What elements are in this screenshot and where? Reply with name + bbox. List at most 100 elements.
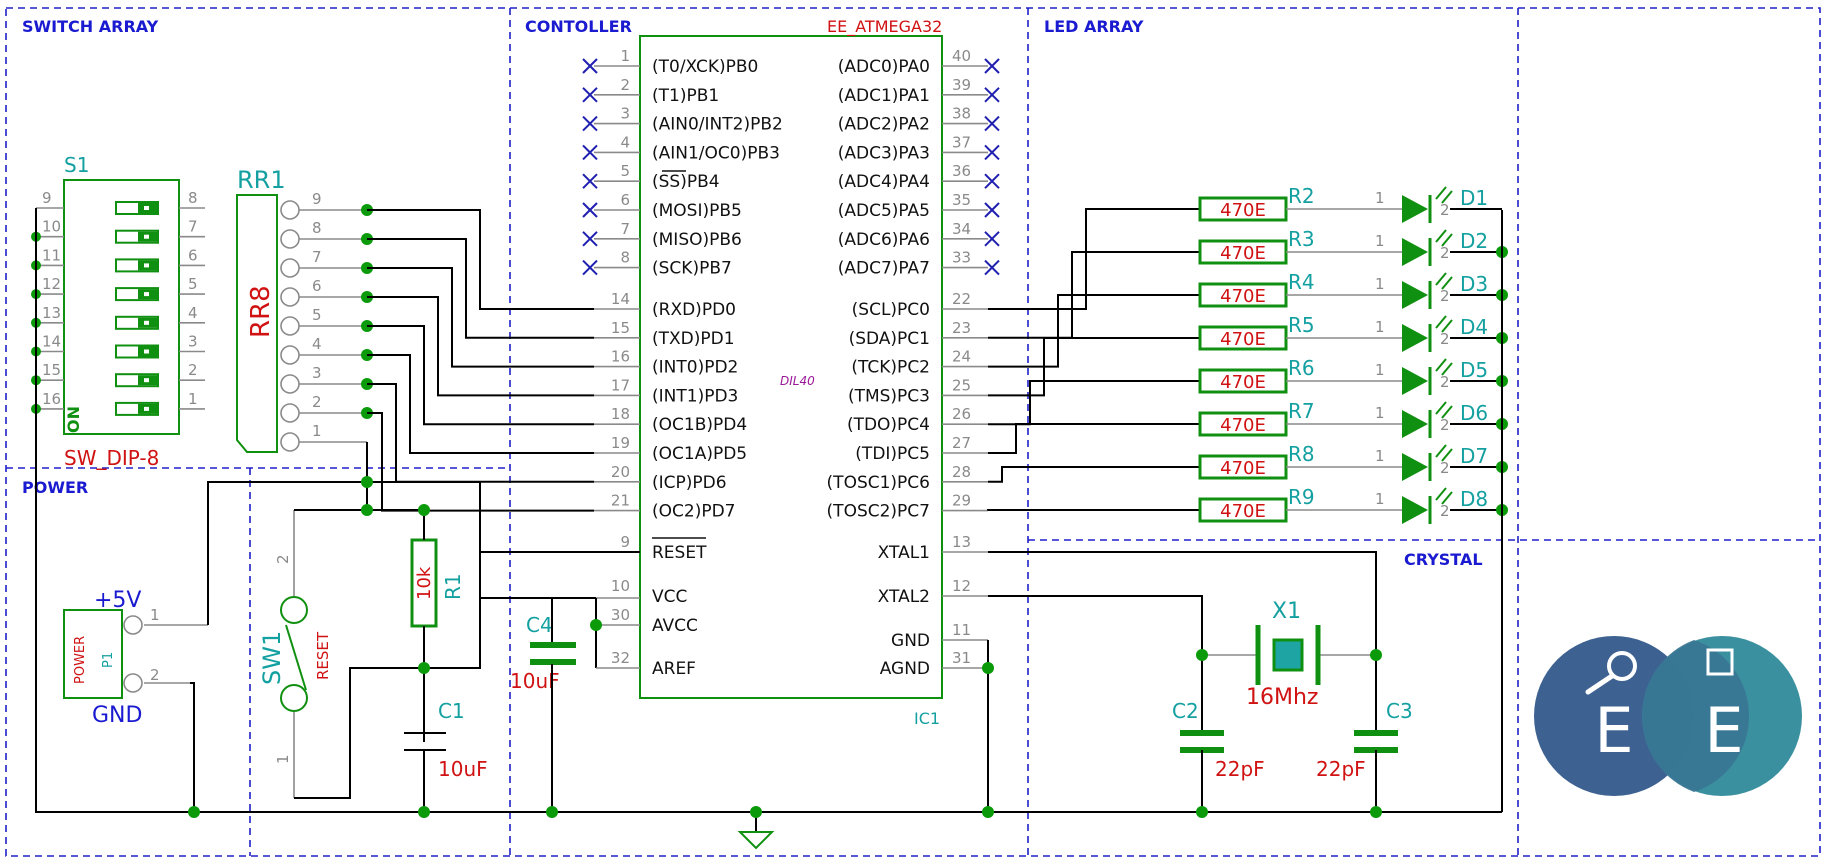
led-resistor-ref: R6 [1288, 356, 1315, 380]
ic-pin-name: AREF [652, 659, 696, 679]
led-ref: D4 [1460, 315, 1488, 339]
ic-pin-number: 39 [952, 76, 971, 94]
dip-right-pin-number: 5 [188, 275, 198, 293]
ic-pin-number: 13 [952, 533, 971, 551]
led-ref: D3 [1460, 272, 1488, 296]
ic-pin-number: 18 [611, 405, 630, 423]
led-resistor-value: 470E [1220, 329, 1266, 350]
led-pin1: 1 [1375, 189, 1385, 207]
vcc-label: +5V [94, 588, 141, 613]
led-pin1: 1 [1375, 318, 1385, 336]
dip-left-pin-number: 15 [42, 361, 61, 379]
dip-switch-value: SW_DIP-8 [64, 446, 159, 470]
reset-switch-ref: SW1 [258, 631, 286, 685]
led-pin2: 2 [1440, 416, 1450, 434]
ic-pin-number: 4 [620, 133, 630, 151]
rr-pin-number: 1 [312, 422, 322, 440]
power-connector-value: POWER [73, 636, 88, 684]
led-pin1: 1 [1375, 232, 1385, 250]
led-resistor-value: 470E [1220, 286, 1266, 307]
magnifier-icon [1607, 651, 1637, 681]
ic-pin-number: 12 [952, 577, 971, 595]
ic-pin-number: 1 [620, 47, 630, 65]
resistor-network-body [236, 194, 278, 453]
ic-pin-name: XTAL2 [878, 587, 930, 607]
c3-ref: C3 [1386, 699, 1413, 723]
ic-pin-name: (TDI)PC5 [855, 444, 930, 464]
ic-pin-number: 38 [952, 105, 971, 123]
ic-pin-name: (TMS)PC3 [848, 386, 930, 406]
led-pin1: 1 [1375, 361, 1385, 379]
ic-pin-number: 15 [611, 319, 630, 337]
rr-pin-number: 5 [312, 306, 322, 324]
ic-pin-number: 30 [611, 606, 630, 624]
ic-pin-name: XTAL1 [878, 543, 930, 563]
led-pin2: 2 [1440, 373, 1450, 391]
ic-pin-number: 17 [611, 376, 630, 394]
led-pin1: 1 [1375, 275, 1385, 293]
ic-pin-number: 22 [952, 290, 971, 308]
c4-ref: C4 [526, 613, 553, 637]
ic-pin-name: (MOSI)PB5 [652, 201, 742, 221]
ic-pin-number: 2 [620, 76, 630, 94]
led-ref: D1 [1460, 186, 1488, 210]
ic-pin-number: 5 [620, 162, 630, 180]
ic-pin-name: (SDA)PC1 [849, 329, 930, 349]
ic-pin-name: (ADC6)PA6 [838, 230, 930, 250]
led-array-title: LED ARRAY [1044, 17, 1144, 36]
wiring [35, 210, 1503, 850]
dip-left-pin-number: 11 [42, 246, 61, 264]
ic-pin-name: (TOSC2)PC7 [827, 502, 930, 522]
dip-right-pin-number: 7 [188, 218, 198, 236]
ic-pin-name: (OC2)PD7 [652, 502, 736, 522]
rr-pin-number: 2 [312, 393, 322, 411]
led-resistor-ref: R3 [1288, 227, 1315, 251]
section-frames [5, 7, 1821, 857]
ic-pin-name: (MISO)PB6 [652, 230, 742, 250]
c1-value: 10uF [438, 757, 488, 781]
ic-pin-number: 7 [620, 220, 630, 238]
reset-switch-value: RESET [314, 631, 332, 680]
led-ref: D2 [1460, 229, 1488, 253]
ic-pin-number: 14 [611, 290, 630, 308]
dip-switch-ref: S1 [64, 153, 89, 177]
reset-switch-pin1: 1 [274, 754, 292, 764]
ic-pin-name: (SCL)PC0 [852, 300, 930, 320]
power-pin1-num: 1 [150, 606, 160, 624]
ic-pin-name: (ADC3)PA3 [838, 143, 930, 163]
rr-pin-number: 8 [312, 219, 322, 237]
ic-pin-number: 20 [611, 463, 630, 481]
ic-pin-name: GND [891, 631, 930, 651]
ic-pin-number: 6 [620, 191, 630, 209]
ic-value: EE_ATMEGA32 [827, 17, 942, 37]
gnd-label: GND [92, 703, 142, 728]
ic-pin-name: (TOSC1)PC6 [827, 473, 930, 493]
ic-pin-name: VCC [652, 587, 687, 607]
ic-pin-number: 26 [952, 405, 971, 423]
ic-pin-number: 29 [952, 492, 971, 510]
dip-right-pin-number: 1 [188, 390, 198, 408]
ic-pin-name: (T1)PB1 [652, 86, 719, 106]
dip-right-pin-number: 4 [188, 304, 198, 322]
dip-switch-body [63, 179, 180, 435]
ic-pin-number: 40 [952, 47, 971, 65]
dip-switch-on-label: ON [64, 406, 83, 433]
led-resistor-ref: R7 [1288, 399, 1315, 423]
ic-pin-number: 28 [952, 463, 971, 481]
dip-left-pin-number: 14 [42, 333, 61, 351]
led-resistor-ref: R2 [1288, 184, 1315, 208]
led-ref: D5 [1460, 358, 1488, 382]
led-resistor-ref: R5 [1288, 313, 1315, 337]
ic-pin-name: (TCK)PC2 [851, 358, 930, 378]
ic-pin-number: 33 [952, 249, 971, 267]
crystal-value: 16Mhz [1246, 685, 1318, 710]
crystal-title: CRYSTAL [1404, 550, 1483, 569]
led-resistor-ref: R4 [1288, 270, 1315, 294]
dip-left-pin-number: 13 [42, 304, 61, 322]
reset-switch-pin2: 2 [274, 554, 292, 564]
led-resistor-value: 470E [1220, 200, 1266, 221]
resistor-network-ref: RR1 [237, 166, 286, 194]
power-connector-body [63, 609, 123, 699]
